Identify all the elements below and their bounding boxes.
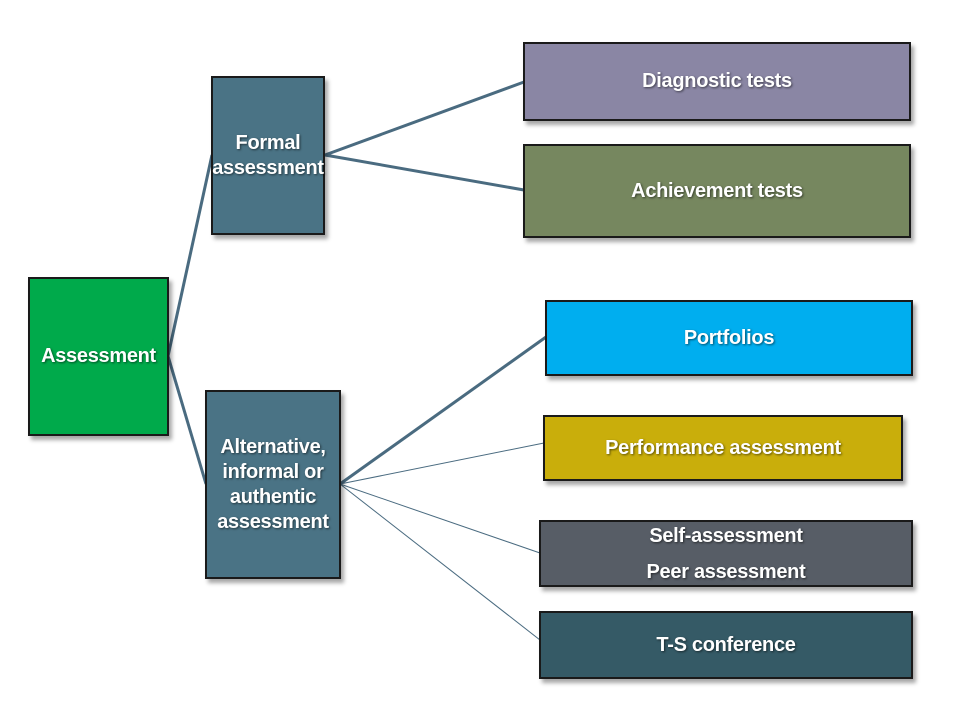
node-ts-conference: T-S conference (539, 611, 913, 679)
node-assessment-label: Assessment (41, 345, 156, 367)
node-performance-label: Performance assessment (605, 436, 841, 459)
node-performance-assessment: Performance assessment (543, 415, 903, 481)
node-achievement-label: Achievement tests (631, 179, 803, 202)
node-portfolios: Portfolios (545, 300, 913, 376)
connector-formal-achievement (324, 153, 525, 192)
node-portfolios-label: Portfolios (683, 326, 775, 349)
connector-alternative-performance (339, 442, 545, 485)
node-formal-line-1: Formal (235, 131, 301, 154)
node-formal-line-2: assessment (212, 156, 324, 179)
connector-alternative-self-peer (339, 483, 541, 554)
connector-root-formal (166, 154, 214, 357)
node-diagnostic-tests: Diagnostic tests (523, 42, 911, 121)
node-self-peer-assessment: Self-assessment Peer assessment (539, 520, 913, 587)
node-alternative-line-2: informal or (222, 460, 324, 483)
node-alternative-line-4: assessment (217, 510, 329, 533)
node-conference-label: T-S conference (656, 633, 796, 656)
node-assessment: Assessment (28, 277, 169, 436)
connector-root-alternative (166, 355, 208, 485)
connector-alternative-portfolios (339, 335, 547, 486)
node-peer-assessment-label: Peer assessment (646, 560, 806, 583)
node-formal-assessment: Formal assessment (211, 76, 325, 235)
node-diagnostic-label: Diagnostic tests (642, 70, 792, 92)
connector-alternative-conference (339, 483, 541, 641)
node-achievement-tests: Achievement tests (523, 144, 911, 238)
node-alternative-assessment: Alternative, informal or authentic asses… (205, 390, 341, 579)
node-alternative-line-3: authentic (229, 485, 317, 508)
node-self-assessment-label: Self-assessment (649, 524, 803, 547)
node-alternative-line-1: Alternative, (220, 435, 326, 458)
connector-formal-diagnostic (324, 80, 525, 157)
